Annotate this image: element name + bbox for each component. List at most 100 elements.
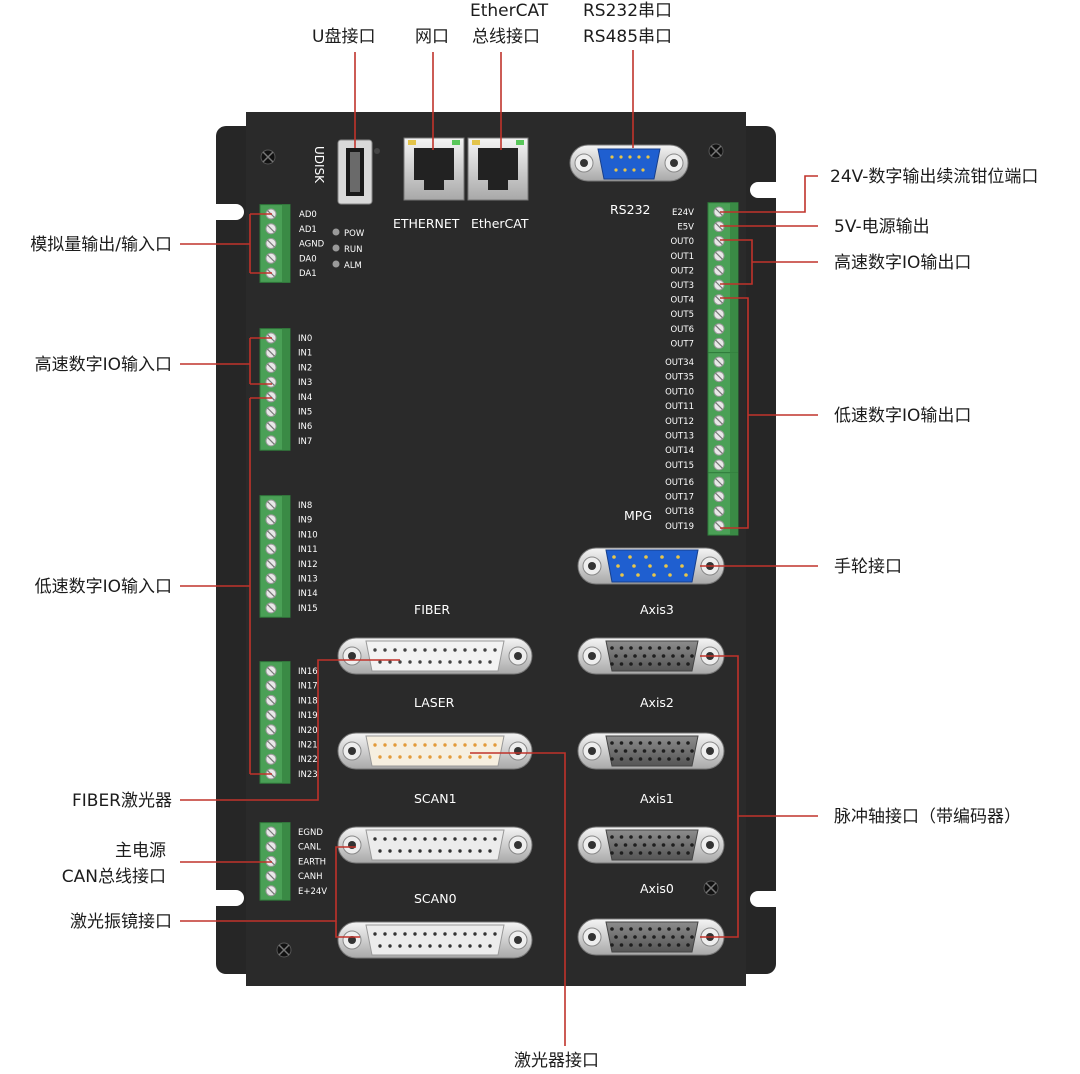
pin-label: IN5 xyxy=(298,408,312,418)
pin-label: CANL xyxy=(298,843,321,853)
pin-label: IN3 xyxy=(298,378,312,388)
pin-label: OUT6 xyxy=(670,325,694,335)
pin-label: IN6 xyxy=(298,422,312,432)
pin-label: OUT10 xyxy=(665,387,694,397)
ethercat-port xyxy=(467,137,529,201)
laser-label: LASER xyxy=(414,695,455,710)
callout-handwheel: 手轮接口 xyxy=(834,557,902,577)
pin-label: OUT12 xyxy=(665,417,694,427)
callout-ls-input: 低速数字IO输入口 xyxy=(35,577,172,597)
pin-label: OUT13 xyxy=(665,432,694,442)
ethernet-port xyxy=(403,137,465,201)
pin-label: IN22 xyxy=(298,755,318,765)
axis1-label: Axis1 xyxy=(640,791,674,806)
pin-label: OUT5 xyxy=(670,310,694,320)
pin-label: IN15 xyxy=(298,604,318,614)
pin-label: OUT18 xyxy=(665,507,694,517)
pin-label: IN18 xyxy=(298,696,318,706)
callout-hs-input: 高速数字IO输入口 xyxy=(35,355,172,375)
pin-label: IN9 xyxy=(298,516,312,526)
pin-label: DA1 xyxy=(299,269,317,279)
scan0-db25 xyxy=(337,921,533,959)
laser-db25 xyxy=(337,732,533,770)
callout-analog: 模拟量输出/输入口 xyxy=(30,235,172,255)
pin-label: OUT11 xyxy=(665,402,694,412)
pin-label: E5V xyxy=(677,223,694,233)
axis3-label: Axis3 xyxy=(640,602,674,617)
pin-label: EARTH xyxy=(298,857,326,867)
pin-label: IN13 xyxy=(298,575,318,585)
fiber-label: FIBER xyxy=(414,602,450,617)
pin-label: AD1 xyxy=(299,225,317,235)
pin-label: IN8 xyxy=(298,501,312,511)
pin-label: OUT19 xyxy=(665,522,694,532)
scan0-label: SCAN0 xyxy=(414,891,457,906)
pin-label: OUT0 xyxy=(670,237,694,247)
pin-label: OUT35 xyxy=(665,373,694,383)
pin-label: IN4 xyxy=(298,393,312,403)
terminal-pin-labels: AD0AD1AGNDDA0DA1IN0IN1IN2IN3IN4IN5IN6IN7… xyxy=(298,208,694,897)
fiber-db25 xyxy=(337,637,533,675)
callout-out24v: 24V-数字输出续流钳位端口 xyxy=(830,167,1038,187)
pin-label: IN23 xyxy=(298,770,318,780)
status-leds xyxy=(332,228,340,268)
pin-label: OUT16 xyxy=(665,478,694,488)
led-alm-label: ALM xyxy=(344,261,362,271)
callout-network: 网口 xyxy=(415,27,449,47)
udisk-label: UDISK xyxy=(312,146,326,184)
callout-ls-output: 低速数字IO输出口 xyxy=(834,406,971,426)
pin-label: IN7 xyxy=(298,437,312,447)
ethercat-label: EtherCAT xyxy=(471,216,529,231)
pin-label: OUT3 xyxy=(670,281,694,291)
pin-label: OUT14 xyxy=(665,446,694,456)
db25-connectors xyxy=(337,637,533,959)
pin-label: IN2 xyxy=(298,363,312,373)
pin-label: CANH xyxy=(298,872,323,882)
pin-label: IN19 xyxy=(298,711,318,721)
callout-laser-port: 激光器接口 xyxy=(514,1051,599,1071)
callout-ethercat-1: EtherCAT xyxy=(470,1,549,21)
rs232-label: RS232 xyxy=(610,202,650,217)
pin-label: AGND xyxy=(299,240,325,250)
pin-label: IN14 xyxy=(298,589,318,599)
pin-label: DA0 xyxy=(299,254,317,264)
pin-label: E24V xyxy=(672,208,694,218)
axis1-connector xyxy=(577,826,725,864)
leader-lines xyxy=(180,50,818,1046)
axis2-connector xyxy=(577,732,725,770)
callout-rs-2: RS485串口 xyxy=(583,27,672,47)
callout-power-1: 主电源 xyxy=(115,841,166,861)
pin-label: E+24V xyxy=(298,887,327,897)
callout-power-2: CAN总线接口 xyxy=(62,867,166,887)
pin-label: OUT1 xyxy=(670,252,694,262)
pin-label: IN17 xyxy=(298,682,318,692)
pin-label: OUT4 xyxy=(670,296,694,306)
pin-label: OUT15 xyxy=(665,461,694,471)
rs232-port xyxy=(569,144,689,182)
pin-label: EGND xyxy=(298,828,323,838)
axis0-connector xyxy=(577,918,725,956)
scan1-db25 xyxy=(337,826,533,864)
led-run-label: RUN xyxy=(344,245,363,255)
terminal-blocks xyxy=(259,202,739,901)
callout-galvo: 激光振镜接口 xyxy=(70,912,172,932)
callout-ethercat-2: 总线接口 xyxy=(472,27,540,47)
axis2-label: Axis2 xyxy=(640,695,674,710)
axis0-label: Axis0 xyxy=(640,881,674,896)
pin-label: OUT34 xyxy=(665,358,694,368)
pin-label: IN20 xyxy=(298,726,318,736)
pin-label: IN11 xyxy=(298,545,318,555)
callout-pulse-axis: 脉冲轴接口（带编码器） xyxy=(834,807,1021,827)
axis-connectors xyxy=(577,637,725,956)
axis3-connector xyxy=(577,637,725,675)
callout-udisk: U盘接口 xyxy=(312,27,375,47)
pin-label: OUT2 xyxy=(670,266,694,276)
pin-label: IN0 xyxy=(298,334,312,344)
callout-out5v: 5V-电源输出 xyxy=(834,217,930,237)
mpg-label: MPG xyxy=(624,508,652,523)
pin-label: OUT17 xyxy=(665,493,694,503)
pin-label: OUT7 xyxy=(670,339,694,349)
led-pow-label: POW xyxy=(344,229,365,239)
ethernet-label: ETHERNET xyxy=(393,216,460,231)
